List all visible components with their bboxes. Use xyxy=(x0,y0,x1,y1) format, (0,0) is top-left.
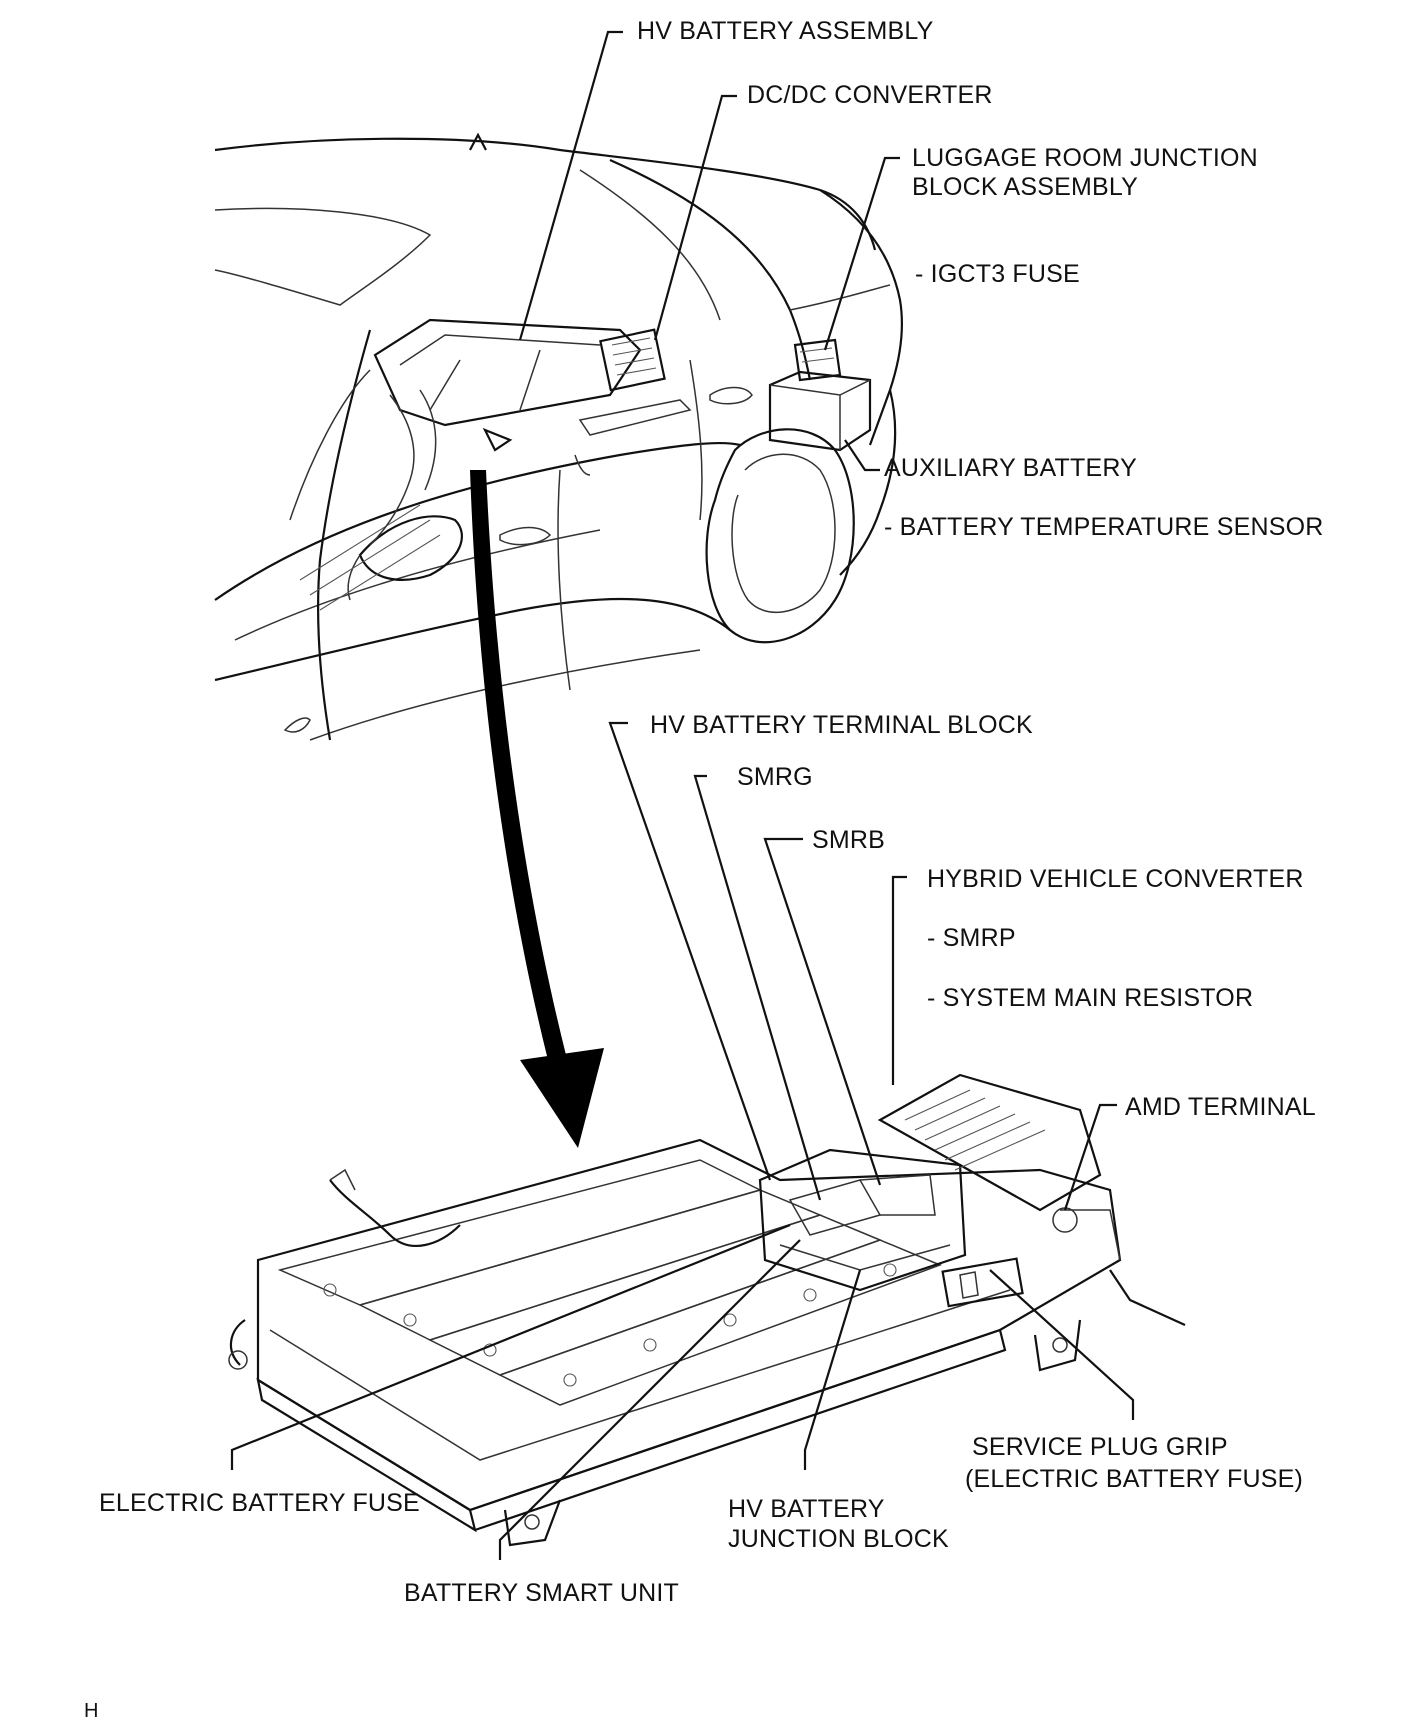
label-smrb: SMRB xyxy=(812,826,886,854)
label-auxiliary-battery: AUXILIARY BATTERY xyxy=(884,454,1138,482)
leader-lines xyxy=(230,30,1135,1560)
label-igct3-fuse: - IGCT3 FUSE xyxy=(915,260,1080,288)
label-smrp: - SMRP xyxy=(927,924,1016,952)
label-battery-smart-unit: BATTERY SMART UNIT xyxy=(404,1579,679,1607)
label-hybrid-vehicle-converter: HYBRID VEHICLE CONVERTER xyxy=(927,865,1304,893)
label-hv-battery-junction-block-line2: JUNCTION BLOCK xyxy=(728,1525,949,1553)
label-electric-battery-fuse: ELECTRIC BATTERY FUSE xyxy=(99,1489,420,1517)
hv-battery-in-vehicle xyxy=(369,318,692,546)
label-hv-battery-junction-block-line1: HV BATTERY xyxy=(728,1495,885,1523)
label-service-plug-grip-line1: SERVICE PLUG GRIP xyxy=(972,1433,1228,1461)
pointer-arrow xyxy=(470,470,604,1148)
label-service-plug-grip-line2: (ELECTRIC BATTERY FUSE) xyxy=(965,1465,1303,1493)
label-hv-battery-terminal-block: HV BATTERY TERMINAL BLOCK xyxy=(650,711,1033,739)
vehicle-outline xyxy=(214,132,904,741)
label-amd-terminal: AMD TERMINAL xyxy=(1125,1093,1316,1121)
label-luggage-room-junction-block-line1: LUGGAGE ROOM JUNCTION xyxy=(912,144,1258,172)
corner-mark: H xyxy=(84,1700,99,1722)
hv-battery-pack xyxy=(228,1073,1186,1547)
label-dcdc-converter: DC/DC CONVERTER xyxy=(747,81,993,109)
label-smrg: SMRG xyxy=(737,763,813,791)
label-system-main-resistor: - SYSTEM MAIN RESISTOR xyxy=(927,984,1254,1012)
auxiliary-battery-drawing xyxy=(768,338,872,452)
label-luggage-room-junction-block-line2: BLOCK ASSEMBLY xyxy=(912,173,1139,201)
label-hv-battery-assembly: HV BATTERY ASSEMBLY xyxy=(637,17,934,45)
label-battery-temperature-sensor: - BATTERY TEMPERATURE SENSOR xyxy=(884,513,1324,541)
